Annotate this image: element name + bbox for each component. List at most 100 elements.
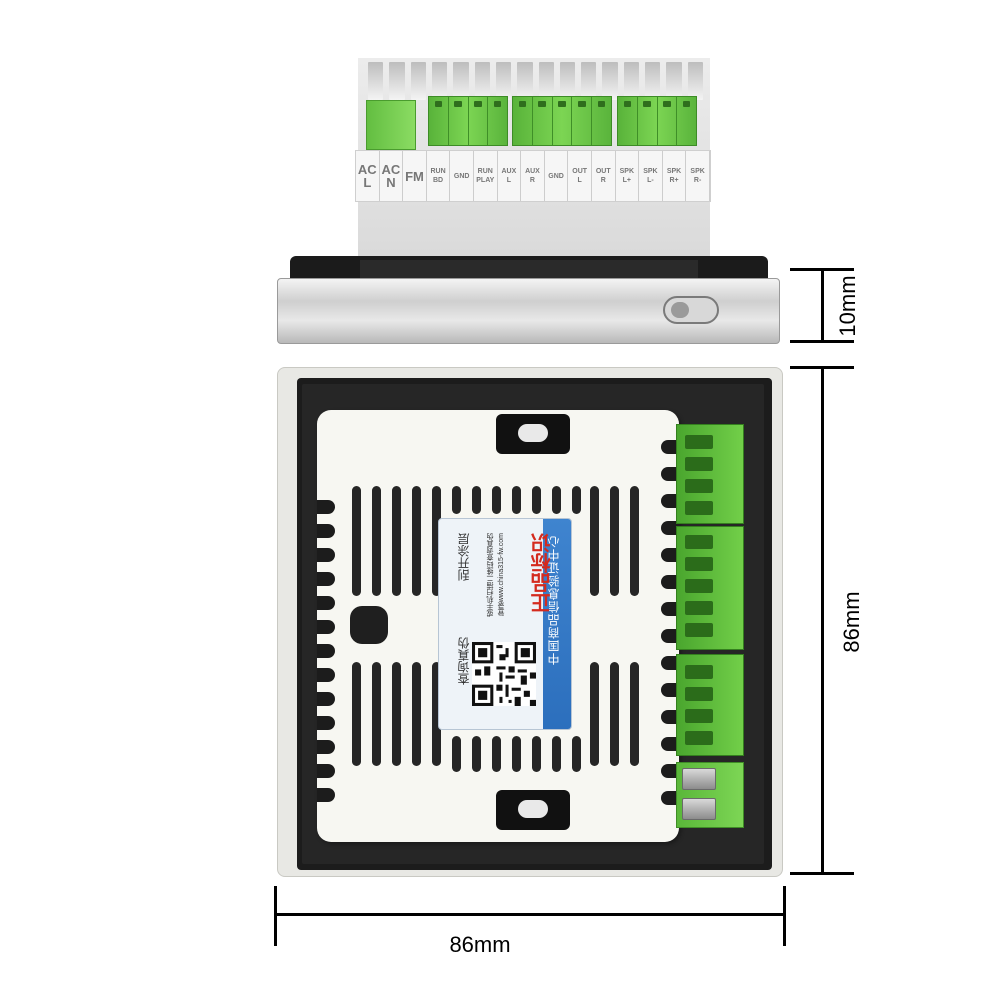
terminal-label: AUX R	[521, 151, 545, 201]
cover-notch	[317, 620, 335, 634]
vent-slot	[552, 486, 561, 514]
terminal-label: GND	[450, 151, 474, 201]
vent-slot	[630, 486, 639, 596]
cover-notch	[317, 668, 335, 682]
terminal-label: SPK L+	[616, 151, 640, 201]
terminal-block-right-1	[676, 424, 744, 524]
qr-code-graphic	[472, 642, 536, 706]
vent-slot	[532, 736, 541, 772]
vent-slot	[610, 662, 619, 766]
vent-slot	[392, 662, 401, 766]
height-top-tick	[790, 366, 854, 369]
cover-notch	[661, 737, 679, 751]
cover-notch	[317, 548, 335, 562]
spring-clip-1	[682, 768, 716, 790]
black-gasket-top	[290, 256, 768, 282]
switch-knob	[671, 302, 689, 318]
mounting-tab-bottom	[496, 790, 570, 830]
cover-notch	[661, 521, 679, 535]
vent-slot	[372, 662, 381, 766]
cover-notch	[317, 740, 335, 754]
vent-slot	[572, 486, 581, 514]
terminal-label: SPK L-	[639, 151, 663, 201]
terminal-block-right-3	[676, 654, 744, 756]
width-dimension-line	[276, 913, 786, 916]
top-vent-slots	[368, 62, 703, 100]
cover-notch	[661, 683, 679, 697]
cover-notch	[317, 788, 335, 802]
sticker-scratch-label: 刮开涂层	[457, 533, 471, 581]
cover-notch	[661, 656, 679, 670]
terminal-block-top-2	[512, 96, 612, 146]
terminal-label: OUT R	[592, 151, 616, 201]
sticker-website-line: 登录www.china315-fw.com	[498, 533, 505, 617]
vent-slot	[372, 486, 381, 596]
sticker-blue-band	[543, 519, 571, 729]
slide-switch[interactable]	[663, 296, 719, 324]
vent-slot	[610, 486, 619, 596]
vent-slot	[472, 736, 481, 772]
height-dimension-line	[821, 368, 824, 874]
height-label: 86mm	[839, 591, 864, 653]
qr-code[interactable]	[472, 642, 536, 706]
cover-notch	[661, 764, 679, 778]
cover-notch	[661, 710, 679, 724]
cover-notch	[317, 644, 335, 658]
mounting-tab-top	[496, 414, 570, 454]
cover-notch	[317, 692, 335, 706]
cover-notch	[661, 494, 679, 508]
thickness-dimension-line	[821, 270, 824, 342]
cover-notch	[661, 791, 679, 805]
height-bottom-tick	[790, 872, 854, 875]
vent-slot	[590, 486, 599, 596]
terminal-block-top-1	[428, 96, 508, 146]
cover-notch	[317, 764, 335, 778]
terminal-label: OUT L	[568, 151, 592, 201]
vent-slot	[412, 486, 421, 596]
terminal-label: FM	[403, 151, 427, 201]
vent-slot	[590, 662, 599, 766]
sticker-query-label: 查询真伪	[457, 637, 471, 685]
terminal-block-right-2	[676, 526, 744, 650]
cover-notch	[661, 575, 679, 589]
cover-notch	[317, 596, 335, 610]
vent-slot	[432, 662, 441, 766]
terminal-label: RUN PLAY	[474, 151, 498, 201]
vent-slot	[512, 486, 521, 514]
vent-slot	[572, 736, 581, 772]
width-left-tick	[274, 886, 277, 946]
cover-notch	[317, 524, 335, 538]
vent-slot	[392, 486, 401, 596]
vent-slot	[452, 486, 461, 514]
thickness-label: 10mm	[835, 275, 860, 337]
ac-power-terminal	[366, 100, 416, 150]
terminal-block-top-3	[617, 96, 697, 146]
cover-notch	[317, 572, 335, 586]
terminal-label: AC L	[356, 151, 380, 201]
width-right-tick	[783, 886, 786, 946]
vent-slot	[452, 736, 461, 772]
cover-notch	[661, 602, 679, 616]
terminal-label: SPK R-	[686, 151, 710, 201]
vent-slot	[492, 736, 501, 772]
vent-slot	[492, 486, 501, 514]
width-label: 86mm	[449, 932, 511, 957]
cover-round-hole	[350, 606, 388, 644]
vent-slot	[352, 662, 361, 766]
cover-notch	[661, 548, 679, 562]
vent-slot	[552, 736, 561, 772]
cover-notch	[661, 629, 679, 643]
vent-slot	[432, 486, 441, 596]
vent-slot	[352, 486, 361, 596]
vent-slot	[630, 662, 639, 766]
cover-notch	[661, 467, 679, 481]
spring-clip-2	[682, 798, 716, 820]
terminal-label: GND	[545, 151, 569, 201]
terminal-label: AUX L	[498, 151, 522, 201]
thickness-bottom-tick	[790, 340, 854, 343]
sticker-brand: 正品标识	[530, 533, 554, 613]
vent-slot	[472, 486, 481, 514]
terminal-label: SPK R+	[663, 151, 687, 201]
cover-notch	[661, 440, 679, 454]
